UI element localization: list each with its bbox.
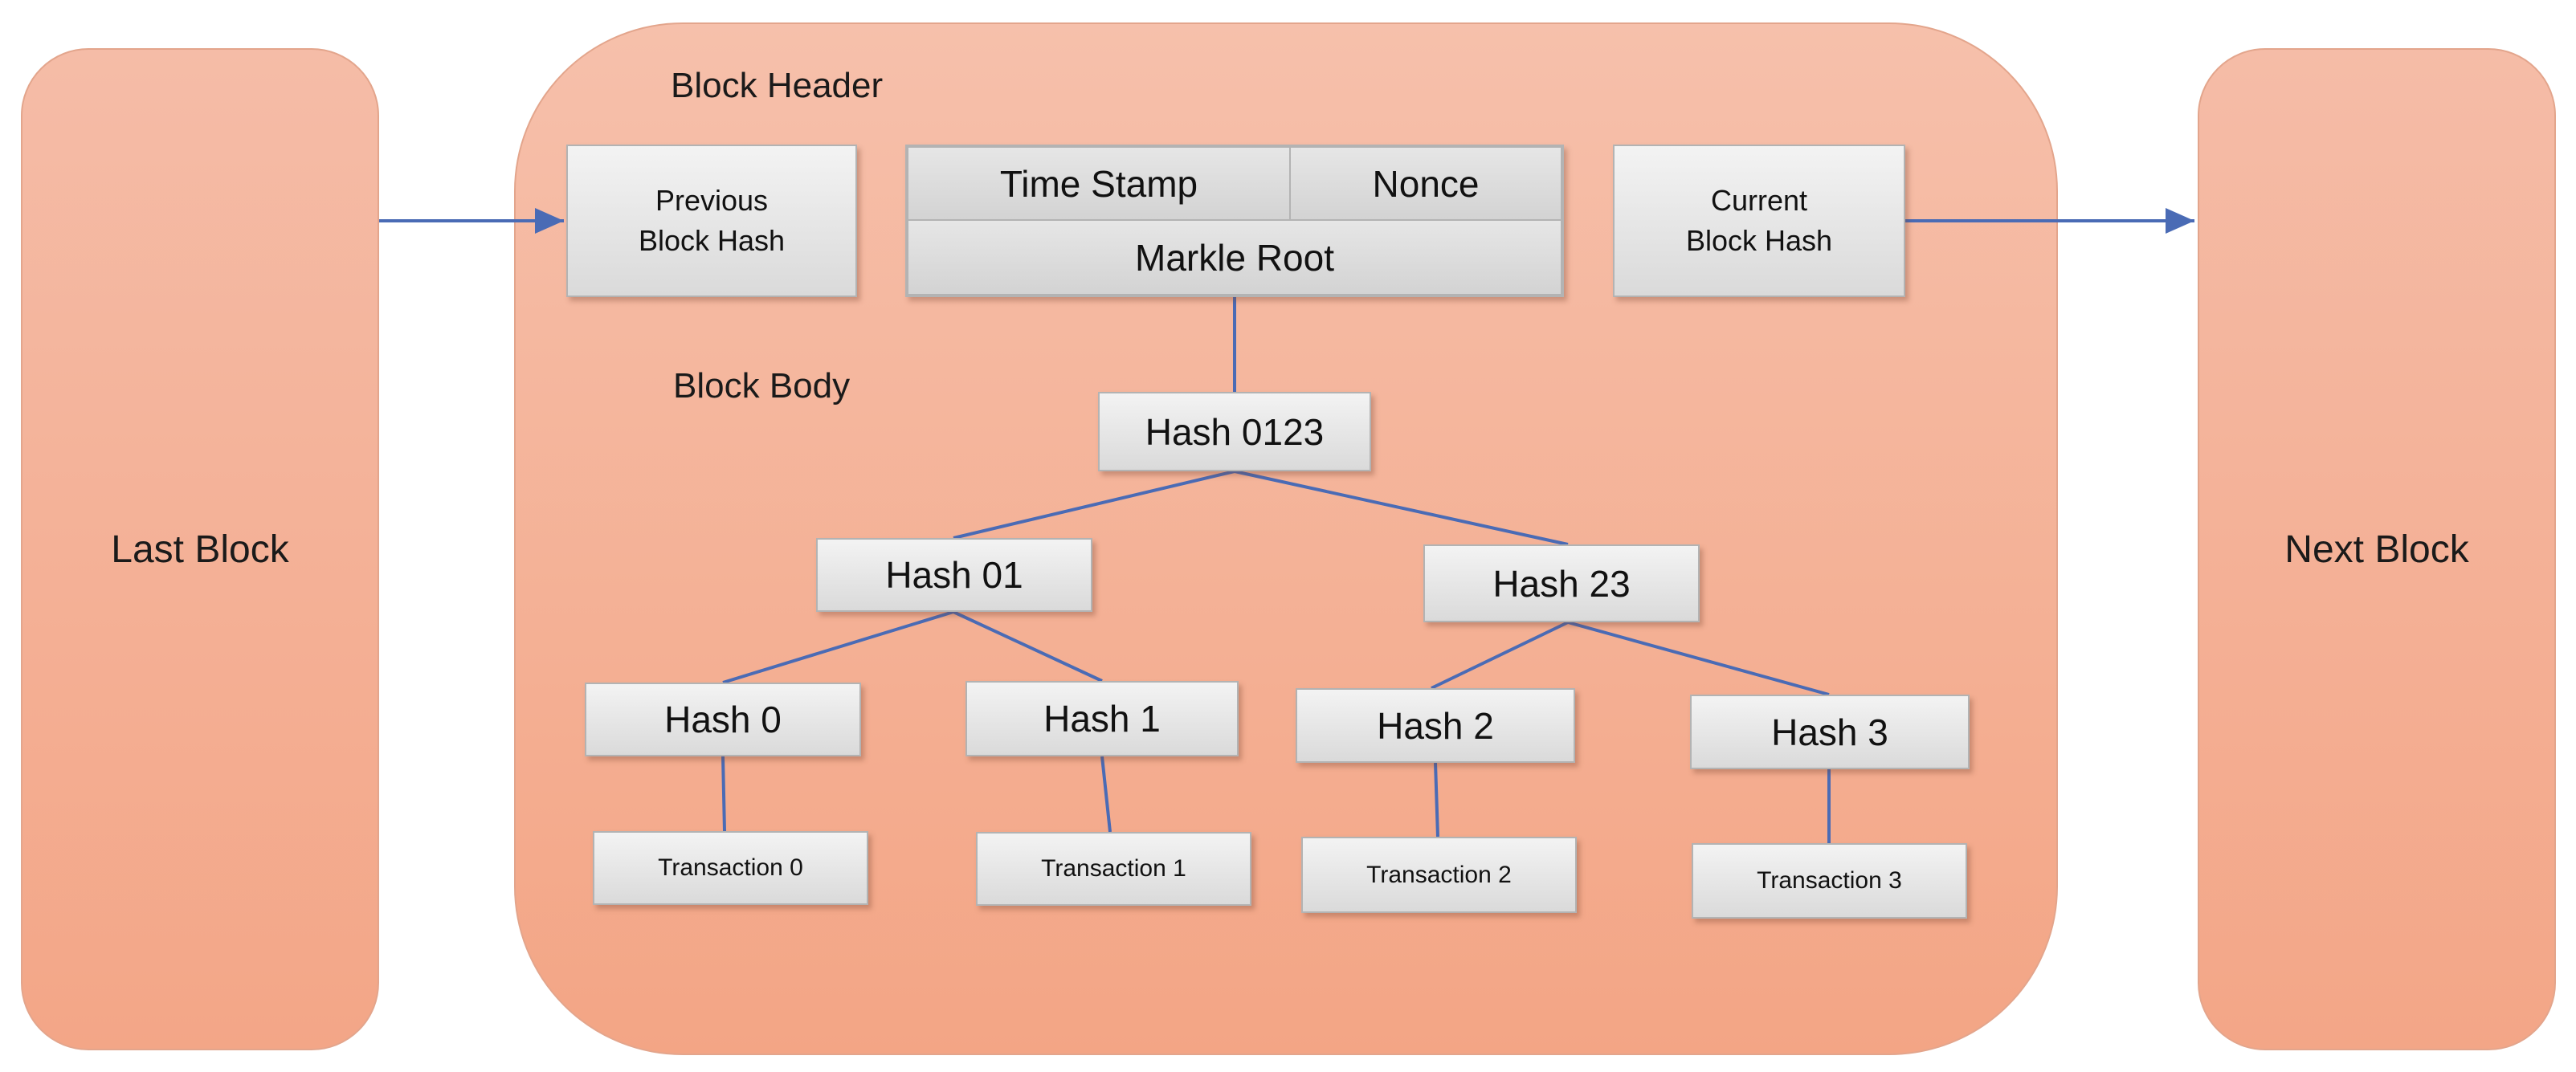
line-hash0123-to-hash23: [1234, 470, 1569, 546]
line-hash23-to-hash3: [1567, 621, 1830, 696]
transaction-2-box: Transaction 2: [1301, 837, 1577, 913]
hash-2-node: Hash 2: [1296, 688, 1575, 763]
hash-3-label: Hash 3: [1771, 711, 1888, 753]
previous-block-hash-box: Previous Block Hash: [566, 145, 857, 297]
line-hash23-to-hash2: [1431, 621, 1569, 690]
transaction-1-box: Transaction 1: [976, 832, 1251, 906]
header-fields-group: Time Stamp Nonce Markle Root: [905, 145, 1564, 297]
block-body-label: Block Body: [673, 366, 851, 406]
hash-0123-label: Hash 0123: [1145, 410, 1325, 453]
next-block-label: Next Block: [2284, 528, 2469, 571]
markle-root-label: Markle Root: [1135, 236, 1334, 279]
transaction-3-box: Transaction 3: [1692, 843, 1967, 919]
line-hash2-to-tx2: [1434, 762, 1439, 838]
block-header-label: Block Header: [671, 66, 884, 105]
current-block-hash-box: Current Block Hash: [1613, 145, 1905, 297]
next-block: Next Block: [2198, 48, 2556, 1050]
hash-1-label: Hash 1: [1043, 698, 1161, 740]
transaction-2-label: Transaction 2: [1366, 861, 1512, 888]
hash-01-node: Hash 01: [816, 538, 1092, 612]
transaction-3-label: Transaction 3: [1757, 867, 1902, 894]
current-block-hash-label: Current Block Hash: [1685, 184, 1833, 257]
hash-2-label: Hash 2: [1377, 704, 1494, 747]
hash-1-node: Hash 1: [965, 681, 1239, 756]
hash-23-label: Hash 23: [1492, 562, 1631, 605]
transaction-0-box: Transaction 0: [593, 831, 868, 905]
hash-23-node: Hash 23: [1423, 544, 1700, 622]
hash-3-node: Hash 3: [1690, 695, 1970, 769]
time-stamp-label: Time Stamp: [999, 162, 1198, 205]
last-block-label: Last Block: [111, 528, 289, 571]
hash-0123-node: Hash 0123: [1098, 392, 1371, 471]
nonce-cell: Nonce: [1289, 146, 1562, 221]
line-hash1-to-tx1: [1100, 756, 1112, 833]
line-hash0123-to-hash01: [953, 470, 1235, 540]
line-hash0-to-tx0: [721, 756, 726, 832]
markle-root-cell: Markle Root: [907, 219, 1562, 296]
time-stamp-cell: Time Stamp: [907, 146, 1291, 221]
previous-block-hash-label: Previous Block Hash: [638, 184, 786, 257]
hash-01-label: Hash 01: [885, 554, 1023, 596]
hash-0-node: Hash 0: [585, 683, 861, 756]
line-hash01-to-hash1: [953, 610, 1103, 683]
transaction-1-label: Transaction 1: [1041, 855, 1186, 882]
hash-0-label: Hash 0: [664, 699, 782, 740]
transaction-0-label: Transaction 0: [658, 854, 803, 881]
last-block: Last Block: [21, 48, 379, 1050]
line-hash01-to-hash0: [722, 610, 954, 684]
nonce-label: Nonce: [1372, 162, 1480, 205]
